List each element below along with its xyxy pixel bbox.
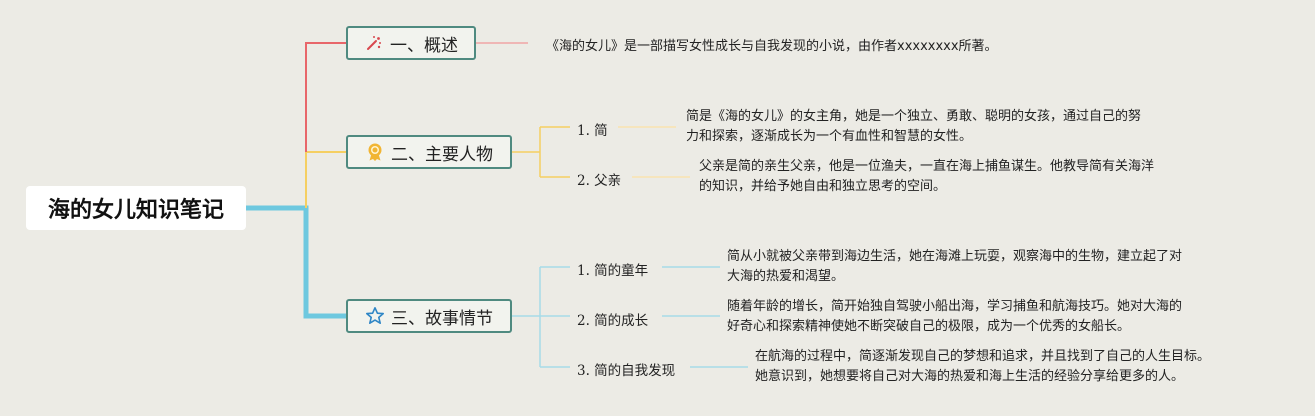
childhood-description: 简从小就被父亲带到海边生活，她在海滩上玩耍，观察海中的生物，建立起了对 大海的热…	[727, 247, 1182, 287]
connector-root-branch1	[305, 42, 346, 152]
growth-description: 随着年龄的增长，简开始独自驾驶小船出海，学习捕鱼和航海技巧。她对大海的 好奇心和…	[727, 297, 1182, 337]
root-node[interactable]: 海的女儿知识笔记	[26, 186, 246, 230]
branch-plot-label: 三、故事情节	[391, 308, 493, 329]
overview-description: 《海的女儿》是一部描写女性成长与自我发现的小说，由作者xxxxxxxx所著。	[546, 39, 998, 54]
award-medal-icon	[365, 142, 385, 162]
sub-self-discovery[interactable]: 3. 简的自我发现	[577, 363, 676, 379]
father-description-line1: 父亲是简的亲生父亲，他是一位渔夫，一直在海上捕鱼谋生。他教导简有关海洋	[699, 159, 1155, 174]
self-discovery-description: 在航海的过程中，简逐渐发现自己的梦想和追求，并且找到了自己的人生目标。 她意识到…	[755, 347, 1210, 387]
self-discovery-description-line1: 在航海的过程中，简逐渐发现自己的梦想和追求，并且找到了自己的人生目标。	[755, 349, 1211, 364]
connector-branch2-children	[512, 126, 570, 178]
sub-father[interactable]: 2. 父亲	[577, 173, 622, 189]
growth-description-line1: 随着年龄的增长，简开始独自驾驶小船出海，学习捕鱼和航海技巧。她对大海的	[727, 299, 1183, 314]
sub-childhood[interactable]: 1. 简的童年	[577, 263, 649, 279]
jane-description-line2: 力和探索，逐渐成长为一个有血性和智慧的女性。	[686, 129, 973, 144]
childhood-description-line2: 大海的热爱和渴望。	[727, 269, 845, 284]
sparkle-wand-icon	[364, 33, 384, 53]
connector-root-branch2	[305, 151, 346, 208]
father-description-line2: 的知识，并给予她自由和独立思考的空间。	[699, 179, 947, 194]
self-discovery-description-line2: 她意识到，她想要将自己对大海的热爱和海上生活的经验分享给更多的人。	[755, 369, 1185, 384]
branch-characters-label: 二、主要人物	[391, 144, 493, 165]
branch-characters[interactable]: 二、主要人物	[346, 135, 512, 169]
sub-jane[interactable]: 1. 简	[577, 123, 608, 139]
growth-description-line2: 好奇心和探索精神使她不断突破自己的极限，成为一个优秀的女船长。	[727, 319, 1131, 334]
root-title: 海的女儿知识笔记	[47, 198, 224, 223]
childhood-description-line1: 简从小就被父亲带到海边生活，她在海滩上玩耍，观察海中的生物，建立起了对	[727, 249, 1183, 264]
sub-growth[interactable]: 2. 简的成长	[577, 313, 649, 329]
connector-root-branch3	[246, 205, 346, 319]
branch-plot[interactable]: 三、故事情节	[346, 299, 512, 333]
jane-description-line1: 简是《海的女儿》的女主角，她是一个独立、勇敢、聪明的女孩，通过自己的努	[686, 109, 1142, 124]
branch-overview[interactable]: 一、概述	[346, 26, 476, 60]
branch-overview-label: 一、概述	[390, 35, 458, 56]
star-outline-icon	[365, 306, 385, 326]
father-description: 父亲是简的亲生父亲，他是一位渔夫，一直在海上捕鱼谋生。他教导简有关海洋 的知识，…	[699, 157, 1154, 197]
jane-description: 简是《海的女儿》的女主角，她是一个独立、勇敢、聪明的女孩，通过自己的努 力和探索…	[686, 107, 1141, 147]
connector-branch3-children	[512, 266, 570, 368]
